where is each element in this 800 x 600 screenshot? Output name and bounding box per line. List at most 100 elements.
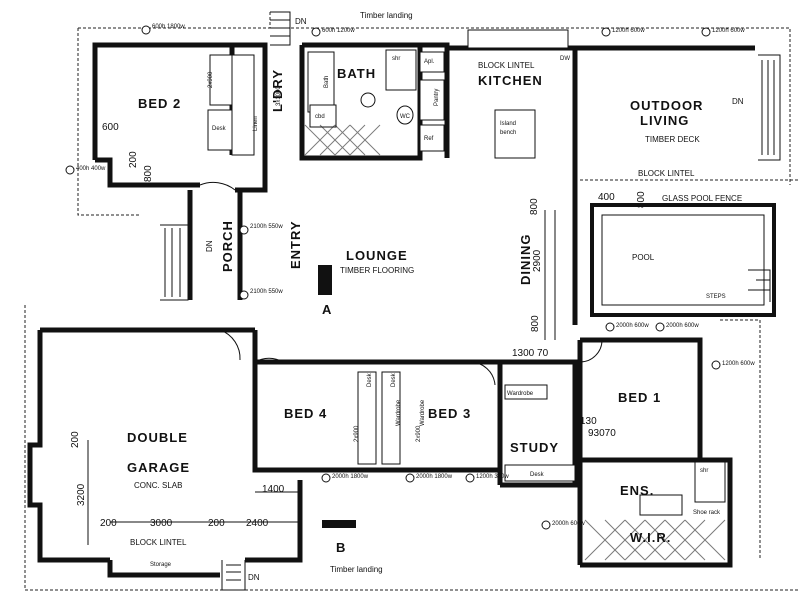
dim-600-bed2: 600 — [102, 122, 119, 133]
note-glass-pool-fence: GLASS POOL FENCE — [662, 194, 742, 203]
dim-200-garage-right: 200 — [208, 518, 225, 529]
dim-2x900-bed4: 2x900 — [354, 425, 360, 442]
window-tag-bed1-top-2: 2000h 600w — [666, 323, 699, 329]
dim-800-dining-top: 800 — [529, 198, 540, 215]
room-bed1-label: BED 1 — [618, 390, 661, 405]
dim-2400: 2400 — [246, 518, 269, 529]
dim-2900: 2900 — [532, 249, 543, 272]
dim-800-outdoor: 800 — [636, 191, 647, 208]
room-bed3-label: BED 3 — [428, 406, 471, 421]
room-labels: BED 2 L'DRY BATH KITCHEN OUTDOOR LIVING … — [127, 66, 703, 545]
section-marker-a: A — [322, 302, 332, 317]
room-kitchen-label: KITCHEN — [478, 73, 543, 88]
walls — [27, 42, 755, 578]
dim-130: 130 — [580, 416, 597, 427]
fixture-wardrobe-bed4: Wardrobe — [396, 399, 402, 426]
fixture-shr: shr — [392, 56, 400, 62]
fixture-dw: DW — [560, 56, 570, 62]
section-marker-b: B — [336, 540, 346, 555]
note-timber-landing-top: Timber landing — [360, 11, 413, 20]
room-outdoor-label: OUTDOOR — [630, 98, 703, 113]
fixture-desk-bed2: Desk — [212, 126, 227, 132]
dim-400: 400 — [598, 192, 615, 203]
room-living-label: LIVING — [640, 113, 689, 128]
window-tag-bed2-top-1: 600h 1800w — [152, 24, 185, 30]
room-study-label: STUDY — [510, 440, 559, 455]
window-tag-outdoor-1: 1200h 600w — [612, 28, 645, 34]
fixture-desk-bed3: Desk — [391, 372, 397, 387]
note-steps: STEPS — [706, 294, 726, 300]
fixture-linen: Linen — [253, 116, 259, 131]
room-pool-label: POOL — [632, 253, 655, 262]
room-lounge-label: LOUNGE — [346, 248, 408, 263]
room-bed4-label: BED 4 — [284, 406, 327, 421]
note-island-2: bench — [500, 130, 516, 136]
fixture-pantry: Pantry — [434, 89, 440, 106]
fixture-bath-tub: Bath — [324, 76, 330, 88]
dim-200-bed2: 200 — [128, 151, 139, 168]
note-island-1: Island — [500, 121, 516, 127]
window-tag-ens-bottom: 2000h 600w — [552, 521, 585, 527]
fixture-desk-study: Desk — [530, 472, 545, 478]
room-dining-label: DINING — [518, 234, 533, 286]
dim-2x900-bed3: 2x900 — [416, 425, 422, 442]
note-dn-outdoor: DN — [732, 97, 744, 106]
note-storage: Storage — [150, 562, 172, 568]
dim-200-garage-side: 200 — [70, 431, 81, 448]
note-timber-flooring: TIMBER FLOORING — [340, 266, 414, 275]
note-timber-landing-bottom: Timber landing — [330, 565, 383, 574]
note-conc-slab: CONC. SLAB — [134, 481, 182, 490]
note-dn-porch: DN — [205, 240, 214, 252]
room-ens-label: ENS. — [620, 483, 654, 498]
fixture-cbd: cbd — [315, 114, 325, 120]
note-dn-bottom: DN — [248, 573, 260, 582]
window-tag-outdoor-2: 1200h 600w — [712, 28, 745, 34]
window-tags: 600h 1800w 600h 1200w 1200h 600w 1200h 6… — [65, 24, 755, 530]
room-bath-label: BATH — [337, 66, 376, 81]
dim-800-dining-bottom: 800 — [530, 315, 541, 332]
room-garage-label: GARAGE — [127, 460, 190, 475]
window-tag-bed1-side: 1200h 600w — [722, 361, 755, 367]
room-wir-label: W.I.R. — [630, 530, 671, 545]
dim-2x900-bed2: 2x900 — [208, 71, 214, 88]
fixtures — [87, 11, 781, 591]
window-tag-bath-top: 600h 1200w — [322, 28, 355, 34]
fixture-shr-ens: shr — [700, 468, 708, 474]
fixture-desk-bed4: Desk — [367, 372, 373, 387]
window-tag-bed1-top-1: 2000h 600w — [616, 323, 649, 329]
notes: Timber landing Timber landing DN DN DN D… — [130, 11, 744, 582]
dim-3x1000: 3x1000 — [276, 86, 282, 106]
dim-3000: 3000 — [150, 518, 173, 529]
fixture-wc: WC — [400, 114, 411, 120]
dim-1400: 1400 — [262, 484, 285, 495]
dim-3200: 3200 — [76, 483, 87, 506]
dimensions: 2x900 3x1000 600 200 800 800 2900 800 40… — [70, 71, 647, 529]
dim-93070: 93070 — [588, 428, 616, 439]
fixture-apl: Apl. — [424, 59, 435, 65]
window-tag-entry-2: 2100h 550w — [250, 289, 283, 295]
note-block-lintel-kitchen: BLOCK LINTEL — [478, 61, 535, 70]
fixture-labels: Desk Linen Bath cbd shr Apl. Pantry Ref … — [212, 56, 708, 478]
window-tag-study-bottom: 1200h 300w — [476, 474, 509, 480]
window-tag-bed2-side: 400h 400w — [76, 166, 106, 172]
fixture-ref: Ref — [424, 136, 434, 142]
fixture-wardrobe-bed3: Wardrobe — [420, 399, 426, 426]
room-laundry-label: L'DRY — [270, 69, 285, 112]
window-tag-entry-1: 2100h 550w — [250, 224, 283, 230]
room-entry-label: ENTRY — [288, 220, 303, 269]
room-double-label: DOUBLE — [127, 430, 188, 445]
dim-1300-70: 1300 70 — [512, 348, 549, 359]
note-block-lintel-outdoor: BLOCK LINTEL — [638, 169, 695, 178]
window-tag-bed4-bottom: 2000h 1800w — [332, 474, 369, 480]
room-porch-label: PORCH — [220, 220, 235, 272]
fixture-wardrobe-study: Wardrobe — [507, 391, 534, 397]
window-tag-bed3-bottom: 2000h 1800w — [416, 474, 453, 480]
dim-200-garage-left: 200 — [100, 518, 117, 529]
dim-800-bed2: 800 — [143, 165, 154, 182]
note-timber-deck: TIMBER DECK — [645, 135, 700, 144]
note-block-lintel-garage: BLOCK LINTEL — [130, 538, 187, 547]
room-bed2-label: BED 2 — [138, 96, 181, 111]
note-dn-top: DN — [295, 17, 307, 26]
note-shoe-rack: Shoe rack — [693, 510, 721, 516]
